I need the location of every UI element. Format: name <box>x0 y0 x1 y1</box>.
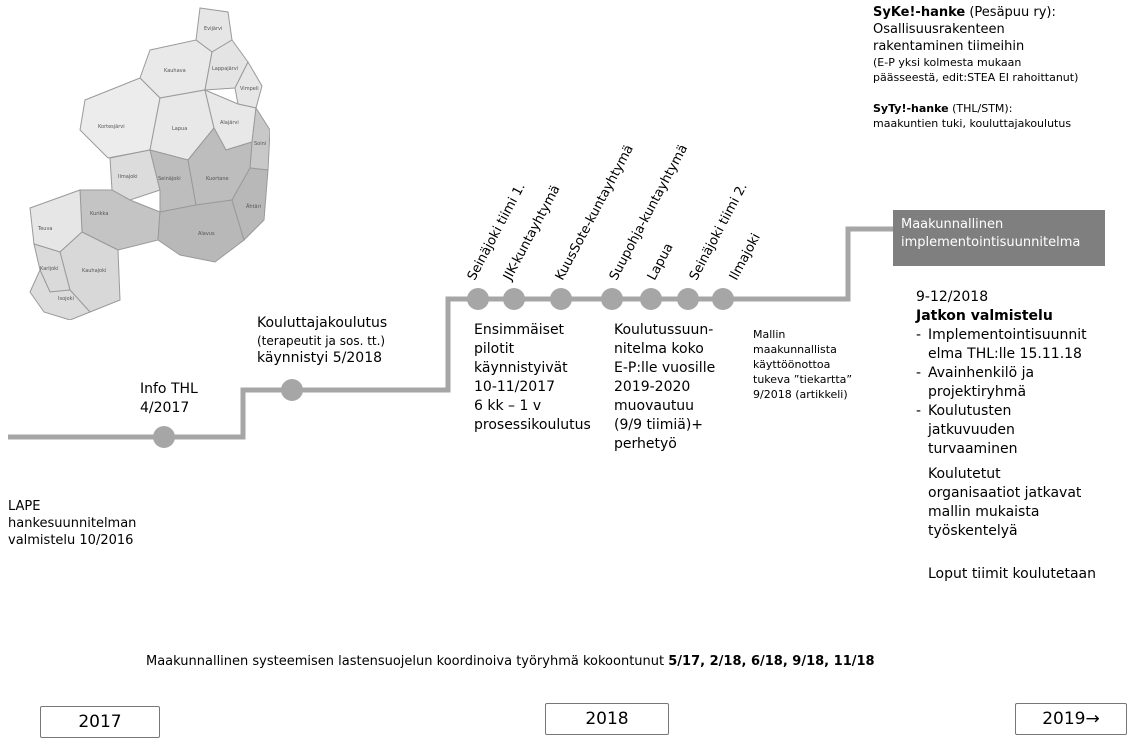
region-map: Evijärvi Kauhava Lappajärvi Vimpeli Kort… <box>29 7 270 320</box>
implementation-plan-box: Maakunnallinen implementointisuunnitelma <box>893 210 1105 266</box>
syke-org: (Pesäpuu ry): <box>965 5 1056 20</box>
continuation-date: 9-12/2018 <box>916 289 989 305</box>
footer-dates: 5/17, 2/18, 6/18, 9/18, 11/18 <box>668 654 875 669</box>
training-plan-text: Koulutussuun- nitelma koko E-P:lle vuosi… <box>614 321 715 454</box>
project-notes: SyKe!-hanke (Pesäpuu ry): Osallisuusrake… <box>873 4 1123 131</box>
roadmap-line: tukeva ”tiekartta” <box>753 373 853 386</box>
roadmap-line: Mallin <box>753 328 786 341</box>
continuation-text: 9-12/2018 Jatkon valmistelu Implementoin… <box>916 288 1121 584</box>
pilots-line: 10-11/2017 <box>474 379 556 395</box>
continuation-heading: Jatkon valmistelu <box>916 308 1053 324</box>
map-region-ahtari <box>231 167 269 241</box>
lape-line: hankesuunnitelman <box>8 516 137 531</box>
training-plan-line: (9/9 tiimiä)+ <box>614 417 704 433</box>
team-dot-1 <box>467 288 489 310</box>
syke-note: (E-P yksi kolmesta mukaan <box>873 56 1022 69</box>
training-plan-line: nitelma koko <box>614 341 704 357</box>
map-label: Kortesjärvi <box>98 124 125 130</box>
syty-desc: maakuntien tuki, kouluttajakoulutus <box>873 117 1072 130</box>
map-label: Ilmajoki <box>118 174 138 180</box>
milestone-dot-kouluttaja <box>281 379 303 401</box>
training-plan-line: 2019-2020 <box>614 379 691 395</box>
footer-note: Maakunnallinen systeemisen lastensuojelu… <box>146 653 875 670</box>
syke-desc: Osallisuusrakenteen <box>873 22 1005 37</box>
team-dot-3 <box>550 288 572 310</box>
team-dot-2 <box>503 288 525 310</box>
map-label: Evijärvi <box>204 26 222 32</box>
team-dot-6 <box>677 288 699 310</box>
map-label: Karijoki <box>40 266 58 272</box>
map-label: Soini <box>254 141 266 147</box>
map-label: Lapua <box>172 126 187 132</box>
map-label: Alajärvi <box>220 120 239 126</box>
pilots-line: pilotit <box>474 341 515 357</box>
map-region-vimpeli <box>234 60 263 109</box>
syke-note: päässeestä, edit:STEA EI rahoittanut) <box>873 71 1079 84</box>
kouluttaja-line: Kouluttajakoulutus <box>257 315 388 331</box>
year-2018: 2018 <box>545 703 669 735</box>
training-plan-line: muovautuu <box>614 398 695 414</box>
roadmap-line: 9/2018 (artikkeli) <box>753 388 848 401</box>
info-thl-text: Info THL 4/2017 <box>140 380 198 418</box>
roadmap-line: maakunnallista <box>753 343 837 356</box>
map-label: Seinäjoki <box>158 176 181 182</box>
syke-desc: rakentaminen tiimeihin <box>873 39 1025 54</box>
map-label: Teuva <box>37 226 52 232</box>
year-2017: 2017 <box>40 706 160 738</box>
training-plan-line: Koulutussuun- <box>614 322 714 338</box>
map-label: Ähtäri <box>246 203 261 210</box>
timeline-line <box>8 226 895 440</box>
syty-org: (THL/STM): <box>948 102 1013 115</box>
kouluttaja-line: (terapeutit ja sos. tt.) <box>257 334 386 348</box>
map-label: Kauhajoki <box>82 268 106 274</box>
pilots-line: 6 kk – 1 v <box>474 398 542 414</box>
map-region-ilmajoki <box>109 149 161 201</box>
training-plan-line: E-P:lle vuosille <box>614 360 716 376</box>
map-label: Isojoki <box>58 296 74 302</box>
kouluttaja-line: käynnistyi 5/2018 <box>257 350 383 366</box>
pilots-line: käynnistyivät <box>474 360 568 376</box>
milestone-dot-info-thl <box>153 426 175 448</box>
training-plan-line: perhetyö <box>614 436 677 452</box>
map-label: Kurikka <box>90 211 108 217</box>
plan-box-line: Maakunnallinen <box>901 217 1004 232</box>
pilots-text: Ensimmäiset pilotit käynnistyivät 10-11/… <box>474 321 591 435</box>
pilots-line: prosessikoulutus <box>474 417 591 433</box>
syty-title: SyTy!-hanke <box>873 102 949 115</box>
map-label: Vimpeli <box>240 86 259 92</box>
year-2019: 2019→ <box>1015 703 1127 735</box>
remaining-teams-text: Loput tiimit koulutetaan <box>928 566 1096 582</box>
footer-text: Maakunnallinen systeemisen lastensuojelu… <box>146 654 669 669</box>
map-label: Lappajärvi <box>212 66 238 72</box>
trained-orgs-text: Koulutetut organisaatiot jatkavat mallin… <box>928 466 1082 539</box>
map-label: Kauhava <box>164 68 186 74</box>
lape-line: LAPE <box>8 499 41 514</box>
roadmap-text: Mallin maakunnallista käyttöönottoa tuke… <box>753 327 852 402</box>
map-region-isojoki <box>29 268 91 320</box>
team-dot-5 <box>640 288 662 310</box>
roadmap-line: käyttöönottoa <box>753 358 831 371</box>
syke-title: SyKe!-hanke <box>873 5 966 20</box>
info-thl-date: 4/2017 <box>140 400 190 416</box>
info-thl-line: Info THL <box>140 381 198 397</box>
team-dot-4 <box>601 288 623 310</box>
pilots-line: Ensimmäiset <box>474 322 565 338</box>
map-label: Alavus <box>198 231 215 237</box>
map-label: Kuortane <box>206 176 229 182</box>
team-dot-7 <box>712 288 734 310</box>
plan-box-line: implementointisuunnitelma <box>901 235 1081 250</box>
kouluttajakoulutus-text: Kouluttajakoulutus (terapeutit ja sos. t… <box>257 314 387 368</box>
lape-line: valmistelu 10/2016 <box>8 533 134 548</box>
lape-text: LAPE hankesuunnitelman valmistelu 10/201… <box>8 498 136 549</box>
